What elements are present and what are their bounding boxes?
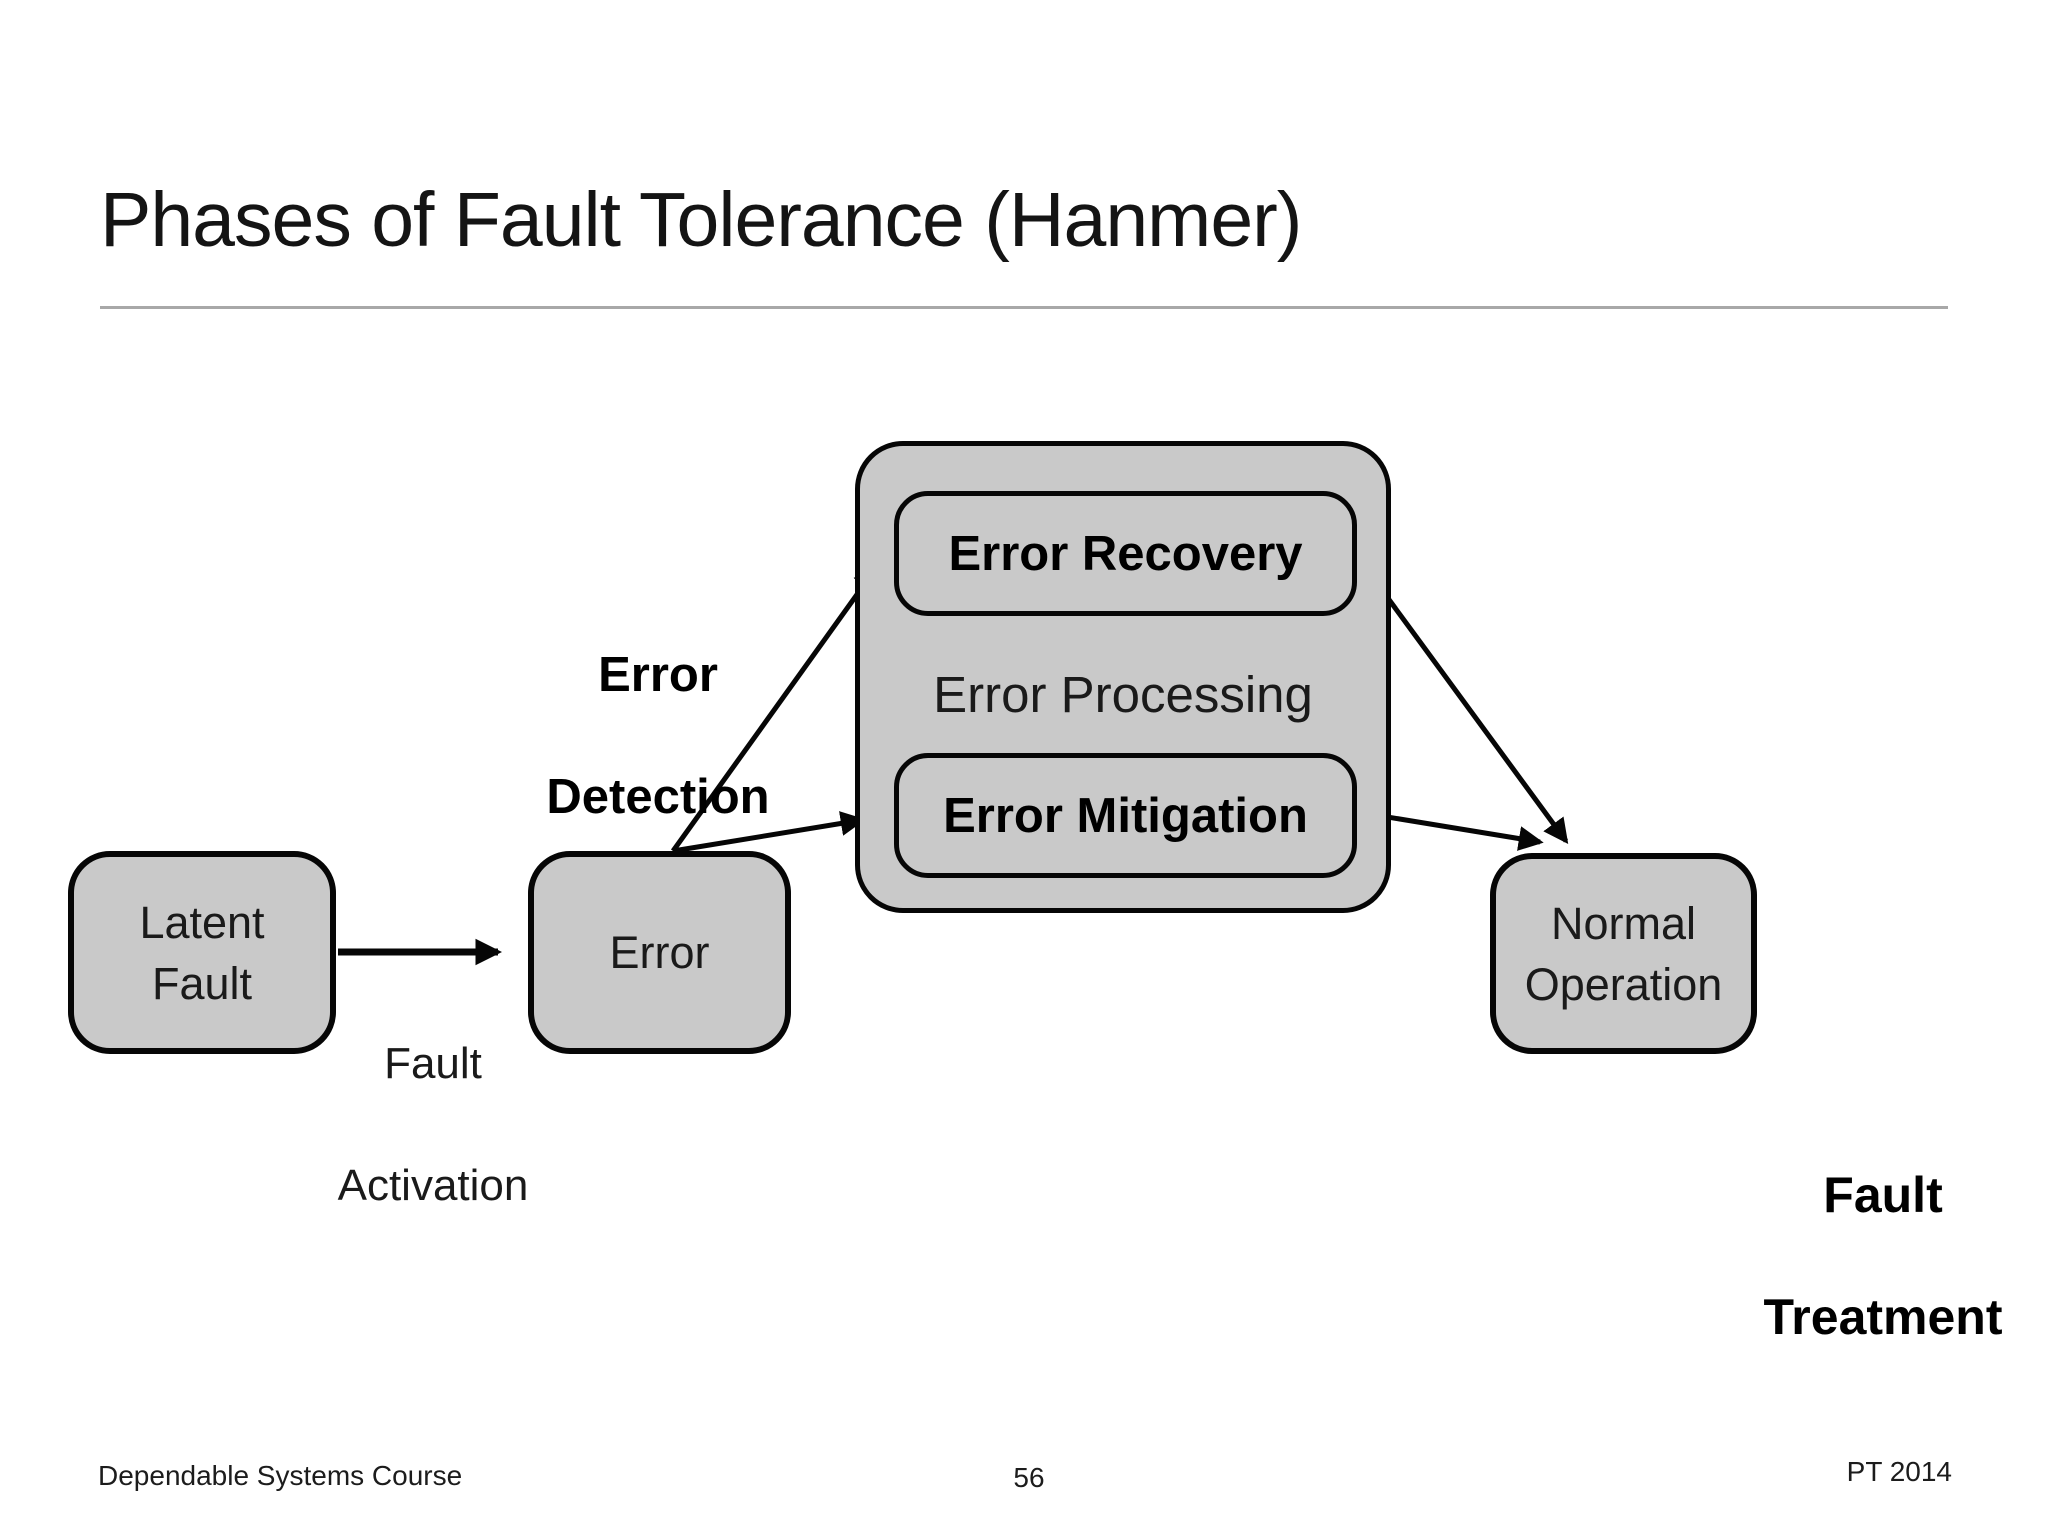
footer-course-name: Dependable Systems Course <box>98 1460 463 1491</box>
node-normal-operation: Normal Operation <box>1490 853 1757 1054</box>
footer-page-number: 56 <box>1013 1462 1045 1493</box>
node-error-recovery: Error Recovery <box>894 491 1357 616</box>
node-error-recovery-label: Error Recovery <box>948 526 1303 581</box>
node-latent-fault: Latent Fault <box>68 851 336 1054</box>
title-divider <box>100 306 1948 309</box>
node-error-mitigation-label: Error Mitigation <box>943 788 1308 843</box>
node-latent-fault-label: Latent Fault <box>139 896 265 1009</box>
group-error-processing: Error Recovery Error Processing Error Mi… <box>855 441 1391 913</box>
node-normal-operation-label: Normal Operation <box>1524 897 1723 1010</box>
footer-credit: PT 2014 <box>1846 1456 1952 1487</box>
node-error-mitigation: Error Mitigation <box>894 753 1357 878</box>
label-fault-activation: Fault Activation <box>337 1039 529 1210</box>
label-error-detection: Error Detection <box>546 648 770 824</box>
slide-title: Phases of Fault Tolerance (Hanmer) <box>100 177 1302 263</box>
node-error: Error <box>528 851 791 1054</box>
label-fault-treatment: Fault Treatment <box>1763 1167 2003 1345</box>
group-error-processing-label: Error Processing <box>933 666 1313 723</box>
node-error-label: Error <box>609 927 710 978</box>
